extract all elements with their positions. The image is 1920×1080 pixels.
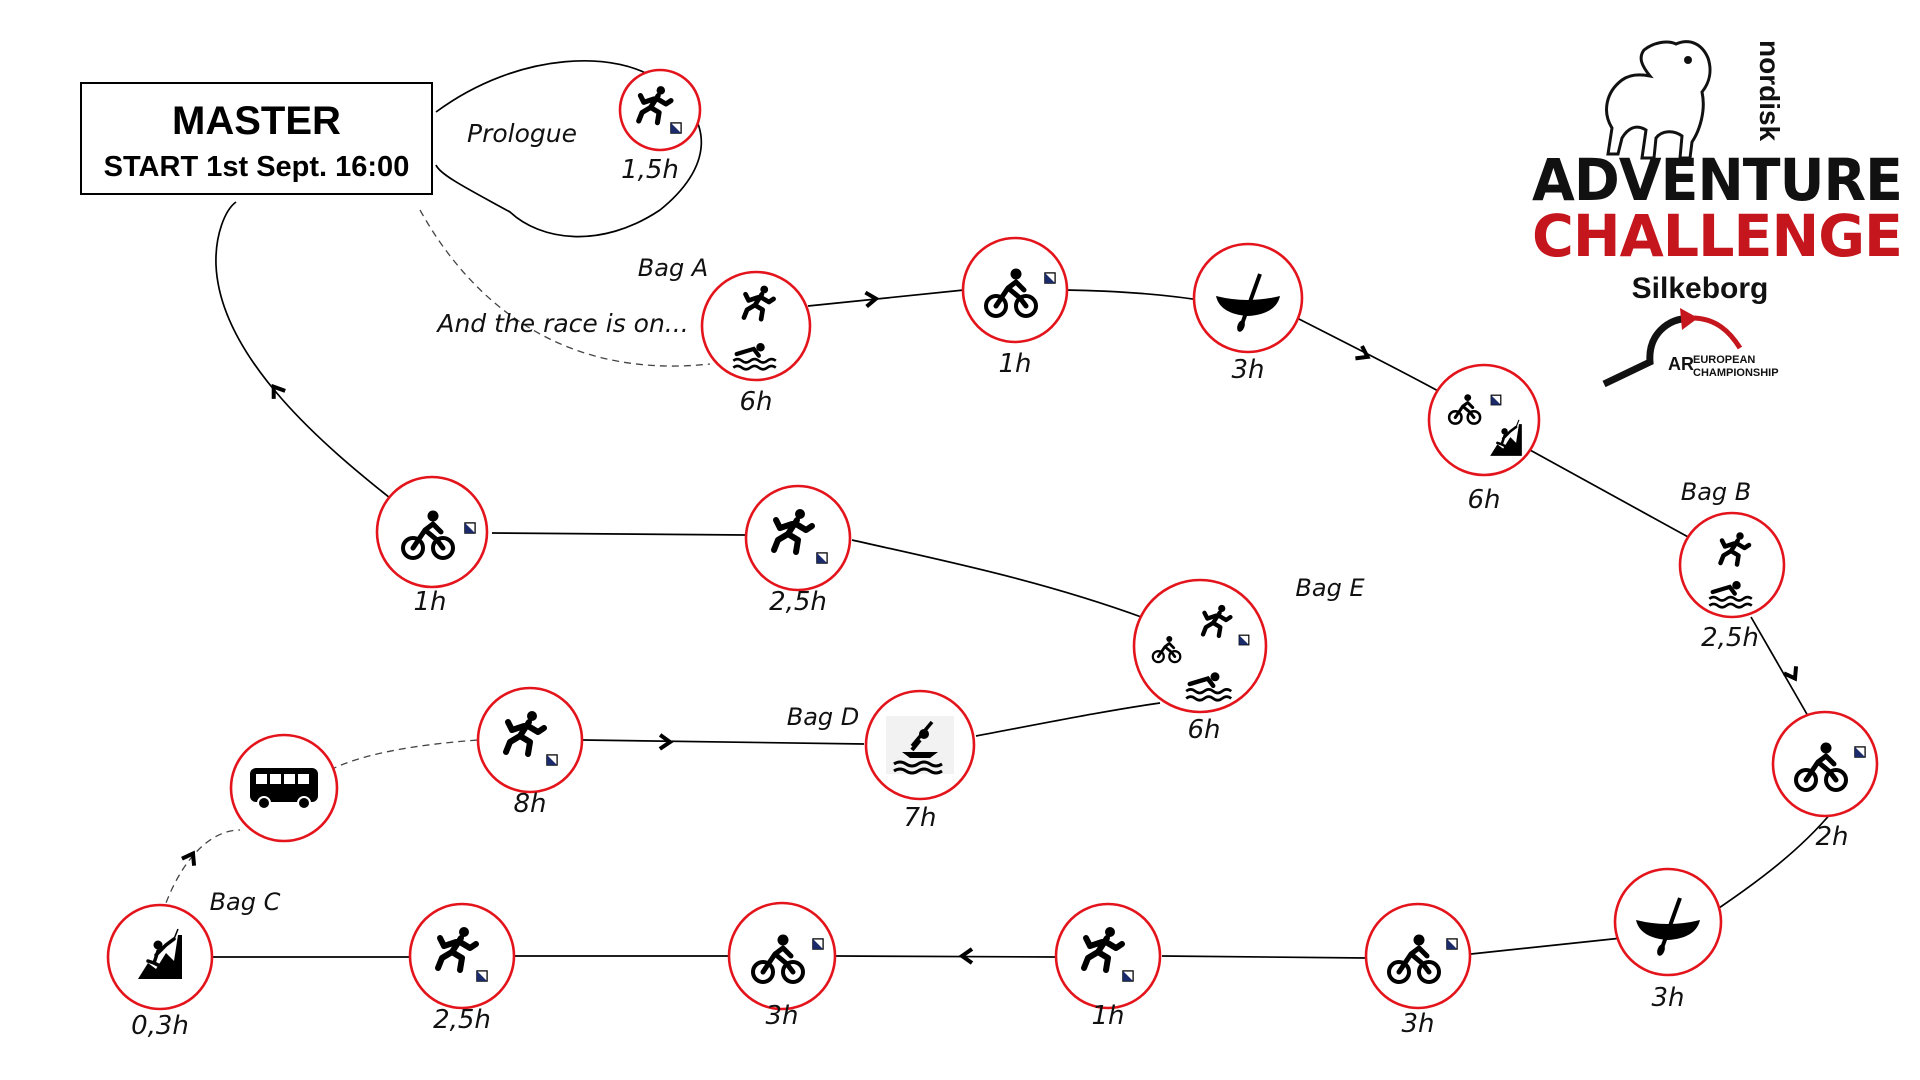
master-title: MASTER	[172, 99, 341, 143]
stage-bike-climb: 6h	[1427, 363, 1541, 515]
race-on-label: And the race is on...	[435, 309, 688, 338]
bag-label: Bag D	[787, 703, 860, 731]
master-start-time: START 1st Sept. 16:00	[103, 151, 410, 183]
adventure-challenge-logo: nordisk ADVENTURE CHALLENGE Silkeborg AR…	[1532, 40, 1903, 388]
duration-label: 2,5h	[1701, 623, 1759, 653]
stage-canoe-1: 3h	[1192, 242, 1304, 385]
duration-label: 3h	[1651, 983, 1684, 1013]
duration-label: 8h	[513, 789, 546, 819]
stage-bike-1: 1h	[961, 236, 1069, 379]
stage-bag-b: Bag B 2,5h	[1678, 478, 1786, 653]
logo-line-challenge: CHALLENGE	[1532, 202, 1902, 270]
bag-label: Bag B	[1681, 478, 1752, 506]
stage-bike-3: 3h	[1364, 902, 1472, 1039]
stage-bus-transfer	[229, 733, 339, 843]
duration-label: 7h	[903, 803, 936, 833]
duration-label: 6h	[739, 387, 772, 417]
duration-label: 6h	[1467, 485, 1500, 515]
bag-label: Bag C	[210, 888, 281, 916]
duration-label: 3h	[1231, 355, 1264, 385]
duration-label: 1h	[413, 587, 446, 617]
duration-label: 1h	[998, 349, 1031, 379]
ar-championship-badge: AR EUROPEAN CHAMPIONSHIP	[1602, 308, 1779, 388]
stage-bag-d: Bag D 7h	[787, 689, 976, 833]
stage-canoe-2: 3h	[1613, 867, 1723, 1013]
stage-bike-2: 2h	[1771, 710, 1879, 852]
stage-run-3: 8h	[476, 686, 584, 819]
stage-bag-a: Bag A 6h	[638, 254, 812, 417]
duration-label: 3h	[765, 1001, 798, 1031]
badge-championship: CHAMPIONSHIP	[1693, 367, 1779, 379]
prologue-label: Prologue	[467, 119, 577, 148]
stage-run-4: 2,5h	[744, 484, 852, 617]
logo-line-adventure: ADVENTURE	[1532, 146, 1902, 214]
badge-european: EUROPEAN	[1693, 354, 1755, 366]
bag-label: Bag A	[638, 254, 708, 282]
duration-label: 2,5h	[433, 1005, 491, 1035]
duration-label: 1h	[1091, 1001, 1124, 1031]
bag-label: Bag E	[1295, 574, 1365, 602]
master-start-box: MASTER START 1st Sept. 16:00	[80, 82, 433, 195]
duration-label: 2h	[1815, 822, 1848, 852]
duration-label: 0,3h	[131, 1011, 189, 1041]
brand-nordisk: nordisk	[1754, 40, 1785, 142]
route-lines	[161, 60, 1833, 959]
stage-bike-4: 3h	[727, 901, 837, 1031]
stage-run-2: 2,5h	[408, 902, 516, 1035]
stage-bag-e: Bag E 6h	[1132, 574, 1365, 745]
stage-prologue: 1,5h	[618, 68, 702, 185]
logo-city: Silkeborg	[1632, 272, 1769, 305]
duration-label: 6h	[1187, 715, 1220, 745]
stage-bike-5: 1h	[375, 475, 489, 617]
duration-label: 3h	[1401, 1009, 1434, 1039]
duration-label: 1,5h	[621, 155, 679, 185]
polar-bear-icon	[1605, 40, 1712, 160]
stage-bag-c: Bag C 0,3h	[106, 888, 281, 1041]
duration-label: 2,5h	[769, 587, 827, 617]
stage-run-1: 1h	[1054, 902, 1162, 1031]
badge-ar: AR	[1668, 354, 1694, 374]
